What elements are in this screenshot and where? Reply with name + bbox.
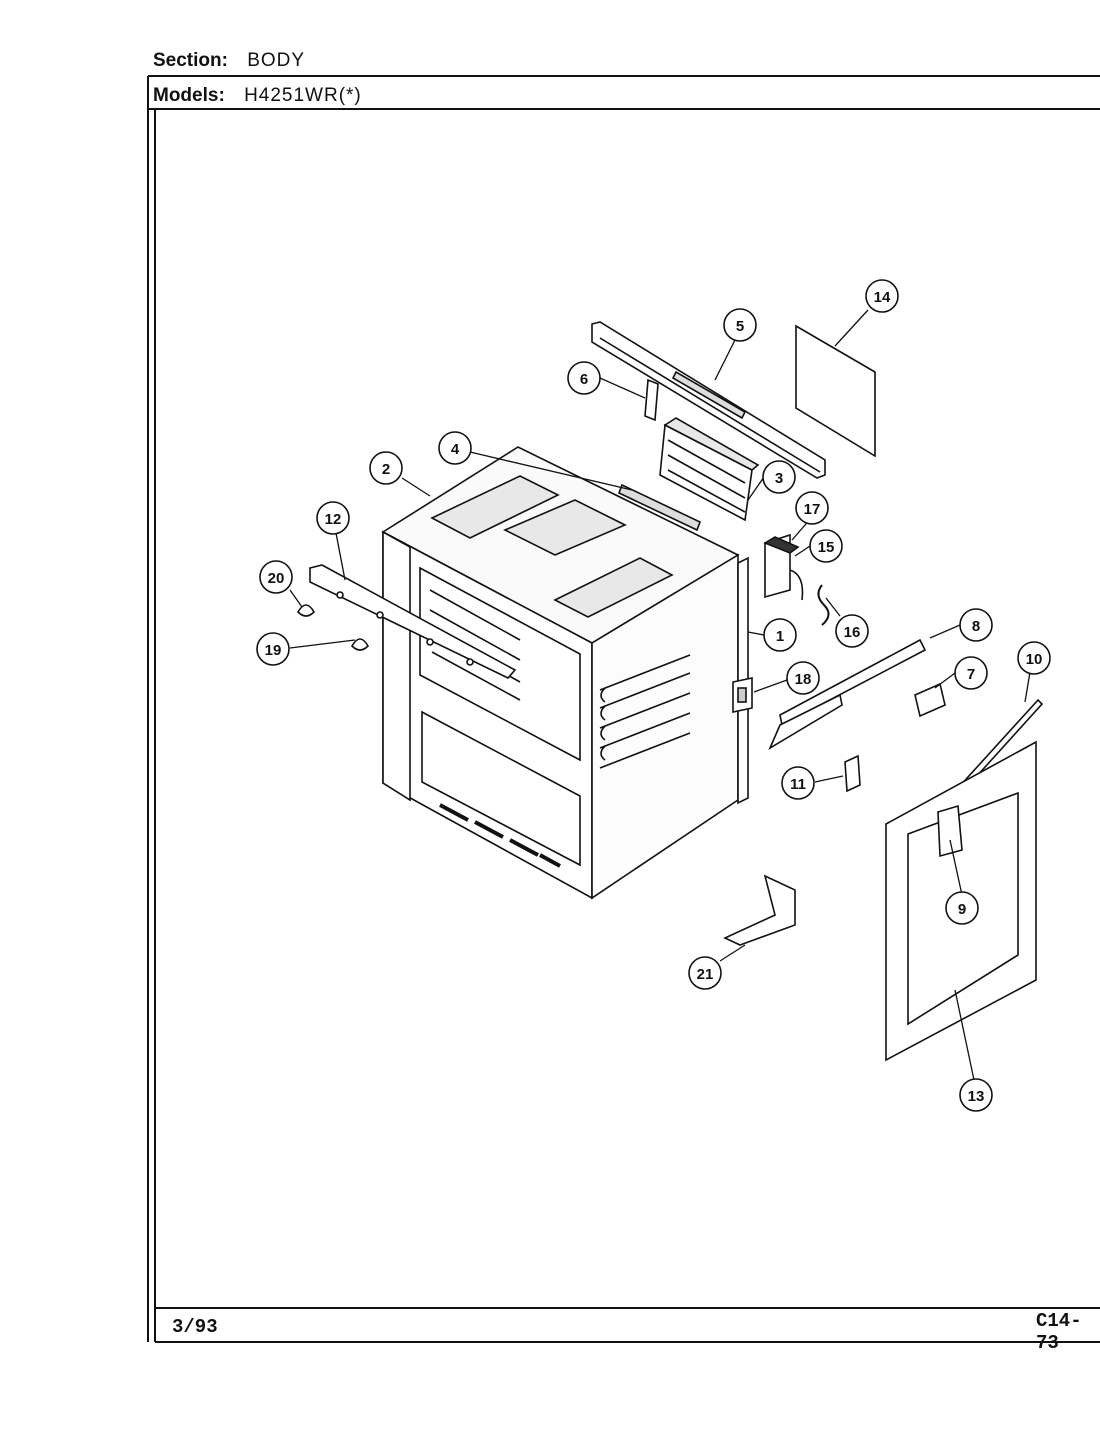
footer-date: 3/93 [172, 1316, 218, 1338]
callout-circle-10 [1017, 641, 1051, 675]
oven-body [381, 446, 749, 900]
callout-label-10: 10 [1026, 651, 1043, 668]
callout-label-13: 13 [968, 1088, 985, 1105]
callout-label-12: 12 [325, 511, 342, 528]
duct-part [659, 417, 760, 522]
callout-label-6: 6 [580, 371, 588, 388]
vent-strip-part [617, 483, 702, 532]
callout-label-4: 4 [451, 441, 460, 458]
callout-circle-5 [723, 308, 757, 342]
callout-label-21: 21 [697, 966, 714, 983]
top-rail-part [591, 321, 826, 479]
front-trim-part [309, 564, 517, 679]
models-header: Models: H4251WR(*) [153, 85, 362, 107]
callout-circle-1 [763, 618, 797, 652]
wire-part [817, 584, 830, 626]
callout-circle-21 [688, 956, 722, 990]
callout-circle-17 [795, 491, 829, 525]
callout-label-2: 2 [382, 461, 390, 478]
callout-label-17: 17 [804, 501, 821, 518]
models-value: H4251WR(*) [244, 85, 362, 106]
section-value: BODY [247, 50, 306, 71]
callout-label-9: 9 [958, 901, 966, 918]
callout-circle-7 [954, 656, 988, 690]
bottom-bracket-part [723, 874, 796, 946]
small-plate-part [914, 682, 946, 718]
section-label: Section: [153, 50, 228, 71]
clip-part [844, 754, 861, 793]
callout-circle-14 [865, 279, 899, 313]
callout-label-15: 15 [818, 539, 835, 556]
callout-circle-11 [781, 766, 815, 800]
callout-circles [256, 279, 1051, 1112]
callout-label-5: 5 [736, 318, 744, 335]
section-header: Section: BODY [153, 50, 305, 72]
callout-label-3: 3 [775, 470, 783, 487]
callout-circle-18 [786, 661, 820, 695]
callout-label-11: 11 [790, 776, 806, 793]
back-panel-part [795, 324, 876, 458]
callout-label-19: 19 [265, 642, 282, 659]
door-bar-part [768, 638, 927, 750]
leader-lines [289, 309, 1031, 1081]
callout-label-16: 16 [844, 624, 861, 641]
callout-circle-19 [256, 632, 290, 666]
knobs [297, 604, 369, 651]
junction-box-part [763, 533, 804, 601]
callout-circle-12 [316, 501, 350, 535]
callout-circle-13 [959, 1078, 993, 1112]
bracket-part [644, 378, 659, 422]
callout-label-1: 1 [776, 628, 784, 645]
callout-circle-9 [945, 891, 979, 925]
footer-code: C14-73 [1036, 1310, 1082, 1354]
callout-circle-2 [369, 451, 403, 485]
callout-circle-3 [762, 460, 796, 494]
callout-label-14: 14 [874, 289, 891, 306]
callout-label-7: 7 [967, 666, 975, 683]
callout-circle-20 [259, 560, 293, 594]
callout-circle-8 [959, 608, 993, 642]
callout-circle-16 [835, 614, 869, 648]
callout-label-8: 8 [972, 618, 980, 635]
callout-circle-4 [438, 431, 472, 465]
callout-label-18: 18 [795, 671, 812, 688]
callout-labels: 1 2 3 4 5 6 7 8 9 10 11 12 13 14 15 16 1… [265, 289, 1043, 1105]
models-label: Models: [153, 85, 225, 106]
hinge-part [732, 677, 753, 713]
callout-circle-6 [567, 361, 601, 395]
callout-label-20: 20 [268, 570, 285, 587]
callout-circle-15 [809, 529, 843, 563]
latch-part [937, 804, 963, 858]
